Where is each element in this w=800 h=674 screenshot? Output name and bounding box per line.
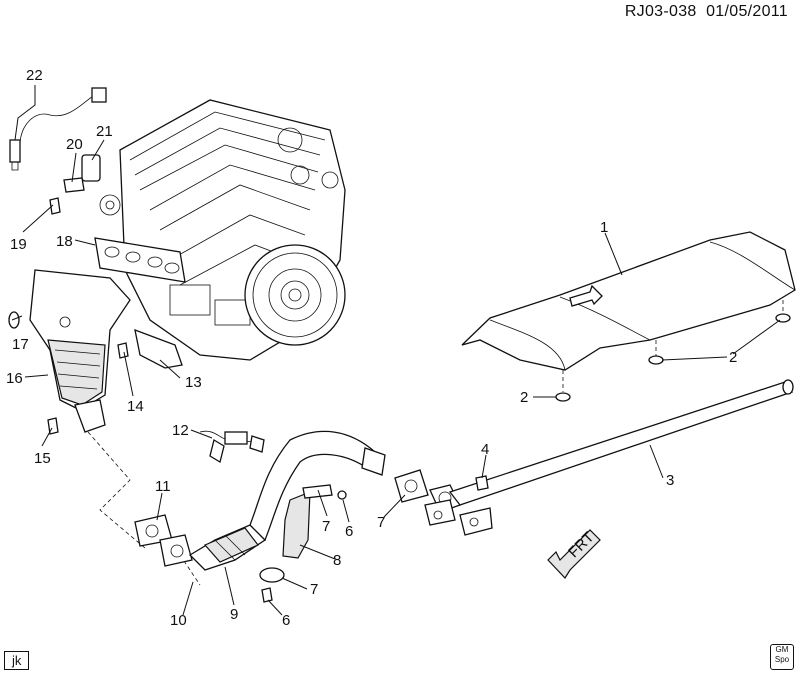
callout-6b: 6 (282, 612, 290, 629)
callout-15: 15 (34, 450, 51, 467)
logo-bottom-text: Spo (774, 655, 790, 664)
diagram-header: RJ03-038 01/05/2011 (625, 3, 788, 21)
part-22-oxygen-sensor (9, 87, 107, 171)
callout-3: 3 (666, 472, 674, 489)
callout-10: 10 (170, 612, 187, 629)
part-12-rear-oxygen-sensor (199, 430, 265, 464)
callout-11: 11 (155, 478, 171, 495)
callout-12: 12 (172, 422, 189, 439)
gm-spo-logo: GM Spo (770, 644, 794, 670)
part-20-bracket (63, 177, 85, 193)
callout-21: 21 (96, 123, 113, 140)
part-1-underbody-heat-shield (461, 231, 796, 371)
callouts: 22 21 20 19 18 17 16 13 14 15 12 11 10 9… (6, 67, 737, 629)
part-6-nut (337, 490, 347, 500)
part-7-gasket (394, 469, 429, 503)
part-2-grommet (555, 392, 571, 402)
callout-4: 4 (481, 441, 489, 458)
callout-9: 9 (230, 606, 238, 623)
part-6-nut (261, 587, 273, 603)
alignment-line (87, 431, 146, 549)
part-17-washer (8, 311, 20, 329)
callout-18: 18 (56, 233, 73, 250)
callout-7b: 7 (310, 581, 318, 598)
part-7-clamp (259, 567, 285, 583)
part-8-heat-shield (282, 491, 311, 559)
part-4-nut (475, 475, 489, 491)
callout-7c: 7 (377, 514, 385, 531)
part-16-catalytic-manifold (29, 269, 131, 433)
callout-2a: 2 (729, 349, 737, 366)
illustrator-tag: jk (4, 651, 30, 670)
callout-1: 1 (600, 219, 608, 236)
logo-top-text: GM (775, 645, 789, 654)
callout-8: 8 (333, 552, 341, 569)
part-18-manifold-gasket (94, 237, 186, 283)
front-direction-arrow: FRT (547, 529, 601, 579)
diagram-date: 01/05/2011 (706, 3, 788, 20)
part-2-grommet (648, 355, 664, 365)
alignment-line (179, 554, 201, 586)
part-21-gasket (81, 154, 101, 182)
callout-6a: 6 (345, 523, 353, 540)
callout-22: 22 (26, 67, 43, 84)
callout-16: 16 (6, 370, 23, 387)
callout-2b: 2 (520, 389, 528, 406)
part-9-front-pipe (159, 430, 386, 571)
callout-20: 20 (66, 136, 83, 153)
part-19-bolt (49, 197, 61, 215)
callout-14: 14 (127, 398, 144, 415)
leader-lines (11, 85, 781, 616)
part-13-bracket (134, 328, 183, 369)
diagram-reference: RJ03-038 (624, 3, 697, 20)
callout-7a: 7 (322, 518, 330, 535)
engine-assembly (99, 99, 346, 361)
part-3-rear-pipe (424, 379, 794, 536)
callout-17: 17 (12, 336, 29, 353)
part-7-clamp (302, 484, 333, 499)
part-14-bolt (117, 342, 129, 359)
callout-19: 19 (10, 236, 27, 253)
callout-13: 13 (185, 374, 202, 391)
